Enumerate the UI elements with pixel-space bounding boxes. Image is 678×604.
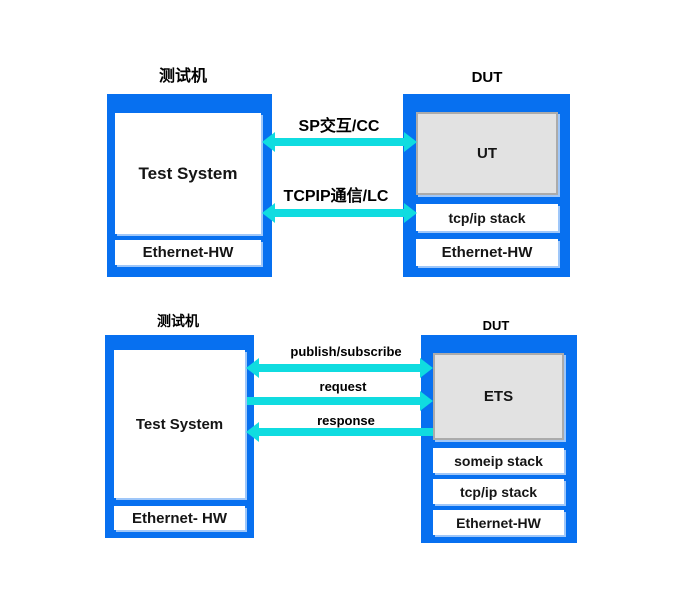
top-test-system-module: Test System: [115, 113, 261, 234]
arrowhead-right-icon: [404, 132, 417, 152]
arrow-shaft: [259, 364, 420, 372]
top-arrow-label-sp-cc: SP交互/CC: [298, 118, 380, 135]
top-tester-container: Test System Ethernet-HW: [107, 94, 272, 277]
arrowhead-right-icon: [420, 358, 433, 378]
arrowhead-left-icon: [262, 203, 275, 223]
arrow-sp-cc: [262, 132, 417, 152]
top-dut-ethernet-hw-layer: Ethernet-HW: [416, 239, 558, 266]
bottom-test-system-module: Test System: [114, 350, 245, 498]
arrowhead-left-icon: [246, 358, 259, 378]
bottom-arrow-label-request: request: [319, 379, 367, 394]
top-tester-title: 测试机: [158, 68, 208, 85]
top-tester-ethernet-hw-layer: Ethernet-HW: [115, 240, 261, 265]
top-dut-title: DUT: [471, 69, 503, 86]
arrow-response: [246, 422, 433, 442]
arrow-shaft: [259, 428, 433, 436]
arrow-shaft: [275, 209, 404, 217]
arrowhead-left-icon: [262, 132, 275, 152]
arrow-shaft: [275, 138, 404, 146]
bottom-dut-tcpip-stack-layer: tcp/ip stack: [433, 479, 564, 504]
bottom-arrow-label-publish-subscribe: publish/subscribe: [290, 344, 402, 359]
bottom-ets-module: ETS: [433, 353, 564, 440]
top-ut-module: UT: [416, 112, 558, 195]
bottom-tester-container: Test System Ethernet- HW: [105, 335, 254, 538]
arrow-request: [247, 391, 433, 411]
bottom-tester-title: 测试机: [157, 313, 199, 329]
bottom-dut-container: ETS someip stack tcp/ip stack Ethernet-H…: [421, 335, 577, 543]
top-dut-tcpip-stack-layer: tcp/ip stack: [416, 204, 558, 231]
bottom-dut-title: DUT: [482, 318, 510, 333]
arrowhead-right-icon: [404, 203, 417, 223]
bottom-dut-someip-stack-layer: someip stack: [433, 448, 564, 473]
top-arrow-label-tcpip-lc: TCPIP通信/LC: [283, 188, 389, 205]
bottom-dut-ethernet-hw-layer: Ethernet-HW: [433, 510, 564, 535]
bottom-tester-ethernet-hw-layer: Ethernet- HW: [114, 506, 245, 530]
arrow-publish-subscribe: [246, 358, 433, 378]
arrow-tcpip-lc: [262, 203, 417, 223]
top-dut-container: UT tcp/ip stack Ethernet-HW: [403, 94, 570, 277]
arrow-shaft: [247, 397, 420, 405]
bottom-arrow-label-response: response: [317, 413, 375, 428]
arrowhead-right-icon: [420, 391, 433, 411]
arrowhead-left-icon: [246, 422, 259, 442]
